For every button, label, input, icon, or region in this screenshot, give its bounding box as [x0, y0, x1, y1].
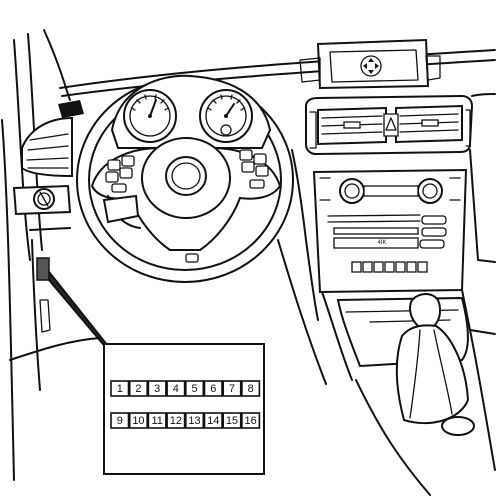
a-pillar — [1, 29, 71, 481]
pin-cell — [166, 380, 186, 397]
center-air-vents — [305, 94, 474, 156]
pin-cell — [185, 380, 205, 397]
pin-cell — [147, 412, 167, 429]
wiper-stalk — [102, 194, 140, 224]
pin-label: 13 — [188, 415, 200, 427]
pin-label: 4 — [173, 383, 179, 395]
center-console-shifter — [336, 293, 496, 496]
pin-label: 5 — [191, 383, 197, 395]
pin-label: 11 — [151, 415, 162, 427]
four-way-arrow-icon — [360, 55, 382, 77]
pin-cell — [203, 412, 223, 429]
center-display — [299, 38, 441, 90]
left-volume-knob-icon — [339, 178, 365, 204]
pin-label: 9 — [117, 415, 123, 427]
pin-label: 15 — [226, 415, 238, 427]
pin-label: 3 — [154, 383, 160, 395]
pin-label: 16 — [245, 415, 257, 427]
windshield-base — [59, 49, 496, 97]
center-console-radio: 4IK — [312, 168, 468, 294]
pin-cell — [110, 412, 130, 429]
pin-cell — [128, 380, 148, 397]
light-switch — [12, 184, 72, 216]
gear-knob-icon — [409, 293, 442, 327]
right-wheel-buttons — [239, 149, 269, 189]
steering-wheel — [76, 74, 294, 283]
left-air-vent — [21, 100, 84, 178]
right-tune-knob-icon — [417, 178, 443, 204]
pin-cell — [222, 380, 242, 397]
pin-cell — [110, 380, 130, 397]
hazard-triangle-icon — [385, 117, 397, 131]
pin-cell — [128, 412, 148, 429]
pin-label: 8 — [248, 383, 254, 395]
pin-cell — [241, 412, 261, 429]
defrost-vent-grille — [58, 100, 84, 118]
pin-label: 6 — [210, 383, 216, 395]
pin-cell — [166, 412, 186, 429]
pin-label: 2 — [135, 383, 141, 395]
pin-label: 1 — [117, 383, 123, 395]
left-lower-panel — [9, 227, 101, 391]
connector-callout-box — [103, 343, 265, 475]
obd-port-location — [36, 257, 109, 351]
pin-cell — [147, 380, 167, 397]
pin-cell — [185, 412, 205, 429]
left-wheel-buttons — [105, 155, 135, 193]
radio-preset-buttons — [351, 261, 428, 273]
pin-label: 10 — [132, 415, 144, 427]
pin-cell — [241, 380, 261, 397]
radio-display-text: 4IK — [377, 240, 386, 246]
pin-label: 14 — [207, 415, 219, 427]
obd-port-marker — [36, 257, 50, 281]
pin-cell — [222, 412, 242, 429]
pin-cell — [203, 380, 223, 397]
pin-label: 7 — [229, 383, 235, 395]
gear-boot — [395, 324, 470, 425]
pin-label: 12 — [170, 415, 182, 427]
